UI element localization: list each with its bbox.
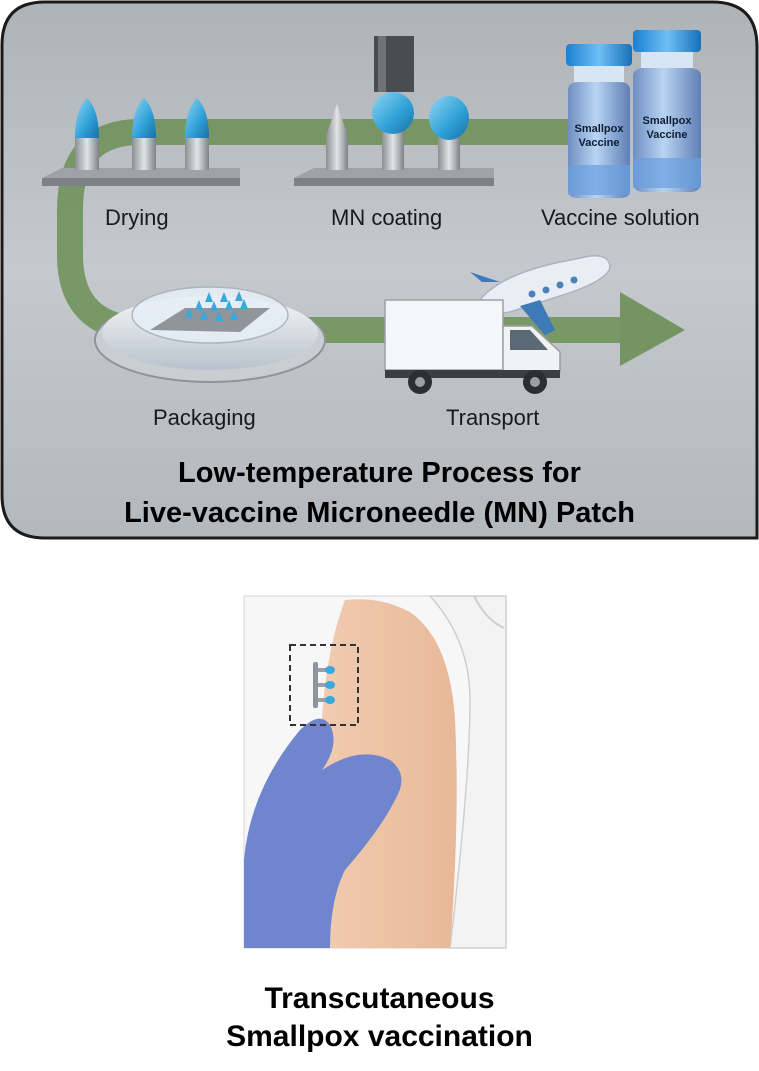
step-label-mn-coating: MN coating bbox=[331, 205, 443, 230]
patch-needles bbox=[185, 291, 248, 321]
vaccination-caption-line2: Smallpox vaccination bbox=[226, 1020, 533, 1053]
glove bbox=[244, 718, 402, 948]
mn-coating-stage bbox=[294, 36, 494, 186]
vaccination-caption-line1: Transcutaneous bbox=[264, 982, 495, 1015]
coating-nozzle bbox=[374, 36, 414, 92]
drying-needle-1 bbox=[75, 98, 99, 170]
vaccine-vial-back: Smallpox Vaccine bbox=[566, 44, 632, 198]
vaccine-vial-front: Smallpox Vaccine bbox=[633, 30, 701, 192]
delivery-truck bbox=[384, 299, 561, 394]
vial-label-line2-front: Vaccine bbox=[647, 129, 688, 141]
vial-label-line2-back: Vaccine bbox=[579, 137, 620, 149]
process-title-line2: Live-vaccine Microneedle (MN) Patch bbox=[124, 497, 635, 529]
step-label-vaccine-solution: Vaccine solution bbox=[541, 205, 700, 230]
drying-stage bbox=[42, 98, 240, 186]
vial-label-line1-back: Smallpox bbox=[575, 123, 625, 135]
step-label-packaging: Packaging bbox=[153, 405, 256, 430]
process-title-line1: Low-temperature Process for bbox=[178, 457, 581, 489]
drying-needle-2 bbox=[132, 98, 156, 170]
vial-label-line1-front: Smallpox bbox=[643, 115, 693, 127]
coated-needle bbox=[429, 96, 469, 170]
packaging-dish bbox=[94, 286, 326, 383]
step-label-transport: Transport bbox=[446, 405, 540, 430]
arrow-head bbox=[620, 292, 685, 366]
bare-needle bbox=[326, 104, 348, 170]
step-label-drying: Drying bbox=[105, 205, 169, 230]
vaccination-illustration bbox=[243, 595, 507, 949]
patch-callout-box bbox=[289, 644, 359, 726]
drying-needle-3 bbox=[185, 98, 209, 170]
mn-patch-on-skin bbox=[313, 662, 335, 708]
coating-needle bbox=[372, 92, 414, 170]
